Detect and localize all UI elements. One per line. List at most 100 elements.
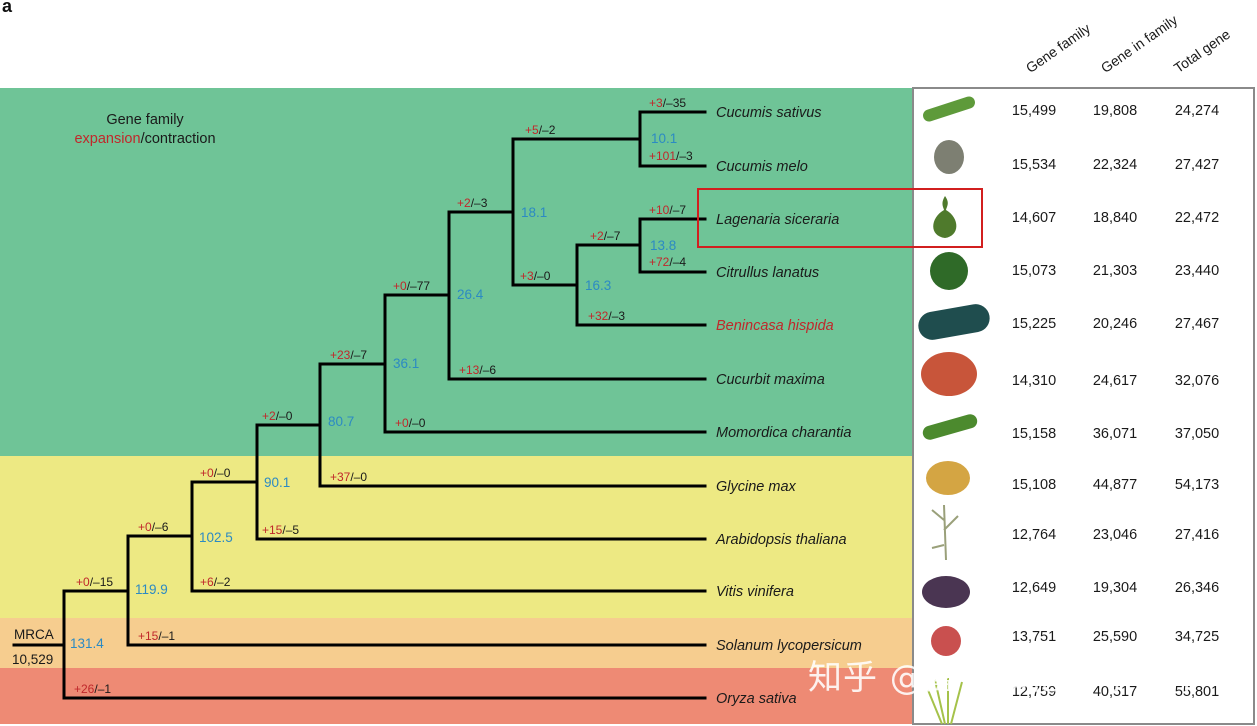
node-branch-change-contraction: /–0 <box>214 466 231 480</box>
leaf-branch-change-contraction: /–3 <box>608 309 625 323</box>
leaf-branch-change-contraction: /–2 <box>214 575 231 589</box>
solanum-band <box>0 618 912 668</box>
node-branch-change-contraction: /–0 <box>276 409 293 423</box>
leaf-branch-change-expansion: +3 <box>649 96 663 110</box>
species-name: Vitis vinifera <box>716 584 794 600</box>
node-age: 102.5 <box>199 530 233 545</box>
leaf-branch-change-expansion: +13 <box>459 363 480 377</box>
table-cell-gene-family: 12,759 <box>1011 684 1057 700</box>
table-cell-total-gene: 54,173 <box>1174 477 1220 493</box>
table-cell-gene-family: 15,534 <box>1011 157 1057 173</box>
watermark: 知乎 @鑫波和他的小鱼干 <box>808 658 1205 698</box>
tree-branches <box>12 110 707 700</box>
node-branch-change-contraction: /–2 <box>539 123 556 137</box>
leaf-branch-change-expansion: +26 <box>74 682 95 696</box>
legend-contraction: /contraction <box>140 131 216 147</box>
cucumber-image <box>923 96 975 122</box>
bitter-melon-image <box>922 414 978 440</box>
node-branch-change-expansion: +0 <box>76 575 90 589</box>
node-age: 16.3 <box>585 278 611 293</box>
table-cell-gene-in-family: 25,590 <box>1092 629 1138 645</box>
leaf-branch-change: +26/–1 <box>74 682 111 696</box>
node-branch-change: +0/–15 <box>76 575 113 589</box>
leaf-branch-change-expansion: +15 <box>138 629 159 643</box>
node-branch-change: +2/–7 <box>590 229 621 243</box>
pumpkin-image <box>921 352 977 396</box>
species-name: Momordica charantia <box>716 425 851 441</box>
legend-subtitle: expansion/contraction <box>40 130 250 149</box>
leaf-branch-change-expansion: +101 <box>649 149 676 163</box>
leaf-branch-change-contraction: /–1 <box>158 629 175 643</box>
grape-image <box>922 576 970 608</box>
node-branch-change: +0/–77 <box>393 279 430 293</box>
species-name: Cucumis melo <box>716 159 808 175</box>
node-age: 13.8 <box>650 238 676 253</box>
panel-label: a <box>2 0 13 16</box>
node-branch-change: +23/–7 <box>330 348 367 362</box>
node-branch-change: +0/–6 <box>138 520 169 534</box>
node-branch-change-expansion: +2 <box>590 229 604 243</box>
leaf-branch-change-expansion: +10 <box>649 203 670 217</box>
species-name: Arabidopsis thaliana <box>715 532 847 548</box>
watermelon-image <box>930 252 968 290</box>
node-branch-change-expansion: +5 <box>525 123 539 137</box>
table-cell-total-gene: 24,274 <box>1174 103 1220 119</box>
table-cell-total-gene: 32,076 <box>1174 373 1220 389</box>
table-cell-gene-family: 15,073 <box>1011 263 1057 279</box>
table-cell-total-gene: 34,725 <box>1174 629 1220 645</box>
image-panel-border <box>912 87 1255 725</box>
node-age: 18.1 <box>521 205 547 220</box>
table-cell-total-gene: 22,472 <box>1174 210 1220 226</box>
node-branch-change-expansion: +0 <box>200 466 214 480</box>
table-cell-gene-family: 15,499 <box>1011 103 1057 119</box>
table-cell-total-gene: 27,467 <box>1174 316 1220 332</box>
table-cell-gene-in-family: 19,808 <box>1092 103 1138 119</box>
node-branch-change: +5/–2 <box>525 123 556 137</box>
leaf-branch-change-expansion: +6 <box>200 575 214 589</box>
node-branch-change-expansion: +23 <box>330 348 351 362</box>
table-cell-gene-family: 14,607 <box>1011 210 1057 226</box>
species-name: Benincasa hispida <box>716 318 834 334</box>
species-name: Solanum lycopersicum <box>716 638 862 654</box>
tomato-image <box>931 626 961 656</box>
table-cell-total-gene: 26,346 <box>1174 580 1220 596</box>
node-branch-change-contraction: /–77 <box>407 279 431 293</box>
table-cell-gene-family: 14,310 <box>1011 373 1057 389</box>
table-cell-gene-in-family: 20,246 <box>1092 316 1138 332</box>
wax-gourd-image <box>918 304 990 340</box>
species-name: Cucumis sativus <box>716 105 822 121</box>
leaf-branch-change: +0/–0 <box>395 416 426 430</box>
node-age: 26.4 <box>457 287 484 302</box>
leaf-branch-change: +15/–1 <box>138 629 175 643</box>
melon-image <box>934 140 964 174</box>
leaf-branch-change-expansion: +0 <box>395 416 409 430</box>
root-value: 10,529 <box>12 652 53 667</box>
leaf-branch-change-contraction: /–0 <box>350 470 367 484</box>
highlight-box <box>697 188 983 248</box>
leaf-branch-change: +72/–4 <box>649 255 686 269</box>
table-cell-total-gene: 37,050 <box>1174 426 1220 442</box>
leaf-branch-change-contraction: /–4 <box>669 255 686 269</box>
leaf-branch-change: +6/–2 <box>200 575 231 589</box>
node-age: 80.7 <box>328 414 354 429</box>
leaf-branch-change: +32/–3 <box>588 309 625 323</box>
leaf-branch-change-expansion: +72 <box>649 255 670 269</box>
root-label: MRCA <box>14 627 54 642</box>
table-cell-gene-family: 12,764 <box>1011 527 1057 543</box>
leaf-branch-change-expansion: +32 <box>588 309 609 323</box>
species-images <box>918 96 990 725</box>
legend-expansion: expansion <box>74 131 141 147</box>
species-name: Citrullus lanatus <box>716 265 819 281</box>
leaf-branch-change: +3/–35 <box>649 96 686 110</box>
table-cell-gene-in-family: 44,877 <box>1092 477 1138 493</box>
node-age: 90.1 <box>264 475 290 490</box>
table-cell-gene-family: 15,158 <box>1011 426 1057 442</box>
table-cell-total-gene: 27,416 <box>1174 527 1220 543</box>
node-branch-change-contraction: /–15 <box>90 575 114 589</box>
node-branch-change-contraction: /–3 <box>471 196 488 210</box>
table-cell-gene-in-family: 23,046 <box>1092 527 1138 543</box>
node-age: 119.9 <box>135 582 168 597</box>
bottle-gourd-image <box>933 196 957 238</box>
